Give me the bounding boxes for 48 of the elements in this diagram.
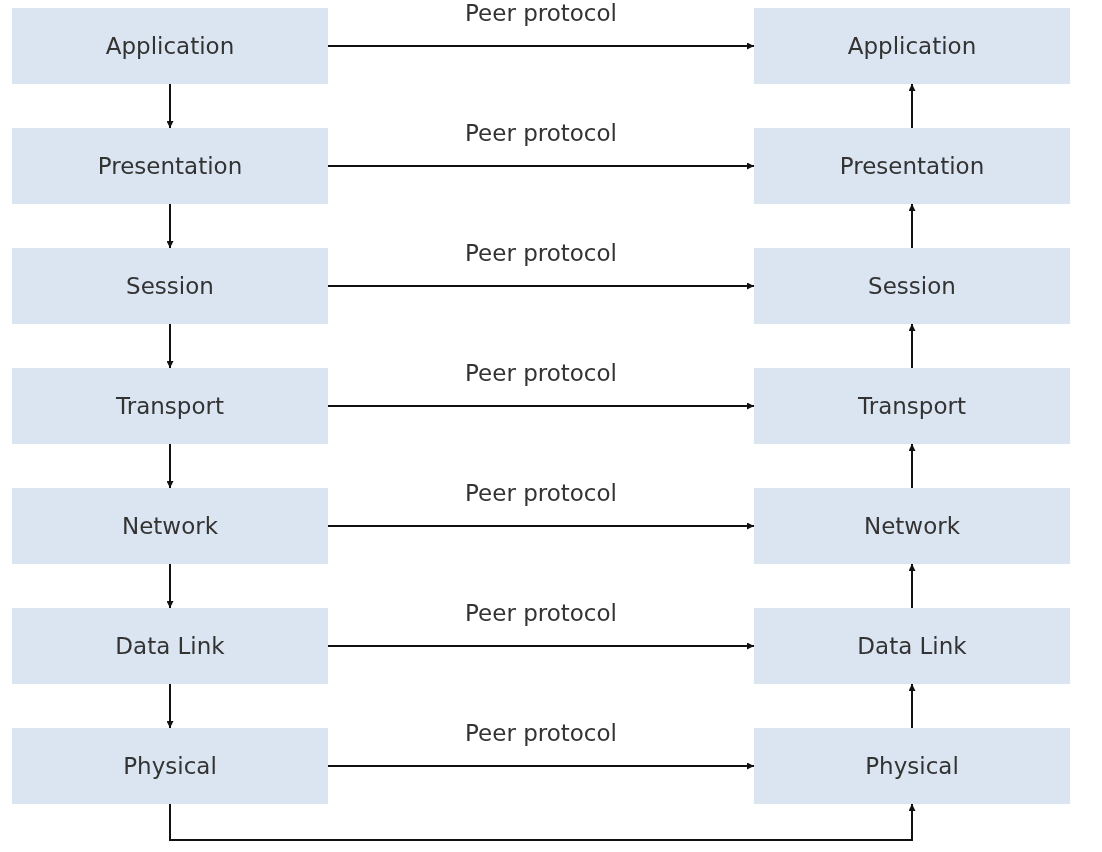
arrow: [908, 323, 916, 369]
arrow: [166, 83, 174, 129]
layer-name: Presentation: [97, 153, 243, 179]
arrow: [166, 203, 174, 249]
arrow: [908, 83, 916, 129]
arrow: [327, 522, 755, 530]
layer-name: Data Link: [115, 633, 225, 659]
layer-box: [754, 248, 1070, 324]
layer-box: [12, 488, 328, 564]
arrow: [166, 323, 174, 369]
layer-name: Physical: [865, 753, 959, 779]
layer-box: [754, 8, 1070, 84]
layer-box: [12, 728, 328, 804]
layer-name: Network: [121, 513, 218, 539]
layer-box: [754, 608, 1070, 684]
layer-box: [754, 488, 1070, 564]
layer-name: Session: [126, 273, 214, 299]
layer-box: [12, 8, 328, 84]
arrow: [327, 402, 755, 410]
layer-name: Session: [868, 273, 956, 299]
arrow: [327, 642, 755, 650]
layer-name: Transport: [116, 393, 224, 419]
layer-box: [754, 368, 1070, 444]
arrow: [908, 443, 916, 489]
arrow: [166, 443, 174, 489]
arrow: [169, 803, 916, 841]
arrow: [327, 762, 755, 770]
arrow: [908, 203, 916, 249]
layer-box: [754, 728, 1070, 804]
layer-name: Application: [105, 33, 235, 59]
arrow: [908, 683, 916, 729]
layer-name: Transport: [858, 393, 966, 419]
layer-box: [754, 128, 1070, 204]
layer-name: Physical: [123, 753, 217, 779]
layer-name: Network: [863, 513, 960, 539]
layer-name: Data Link: [857, 633, 967, 659]
arrow: [166, 683, 174, 729]
arrow: [327, 42, 755, 50]
arrow: [327, 162, 755, 170]
arrow: [908, 563, 916, 609]
arrow: [166, 563, 174, 609]
layer-box: [12, 248, 328, 324]
arrow: [327, 282, 755, 290]
layer-name: Presentation: [839, 153, 985, 179]
layer-box: [12, 128, 328, 204]
layer-box: [12, 368, 328, 444]
layer-box: [12, 608, 328, 684]
layer-name: Application: [847, 33, 977, 59]
